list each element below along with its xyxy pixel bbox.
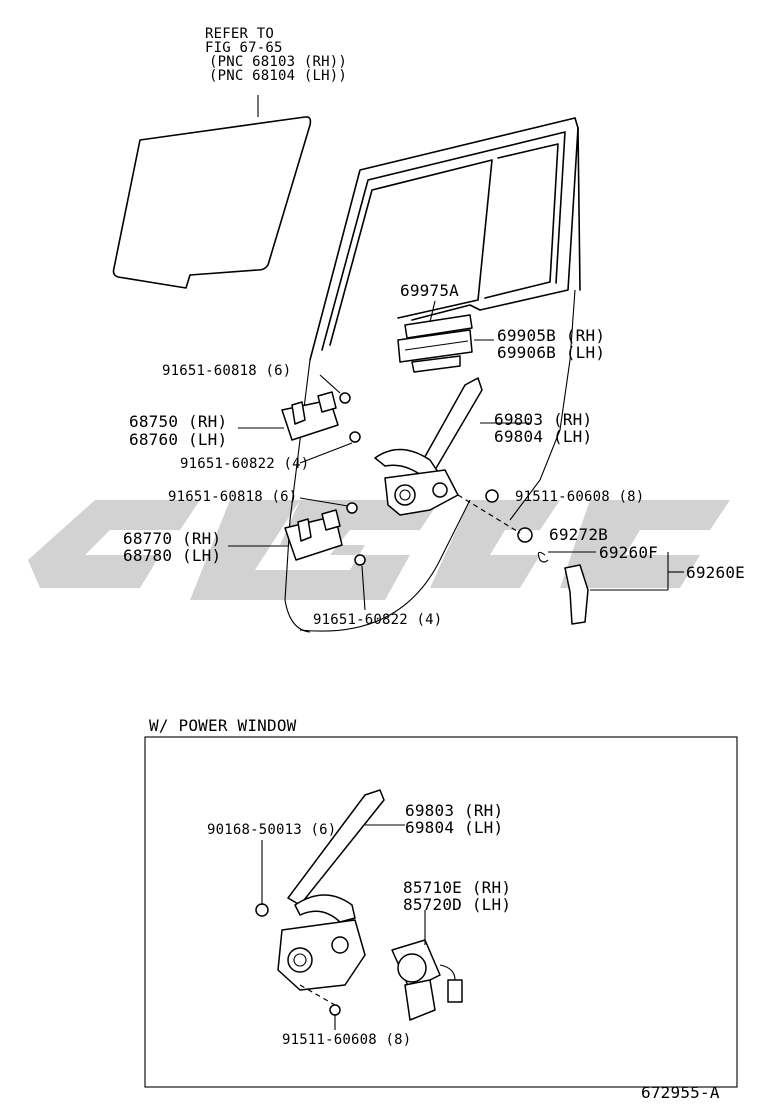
label-69272b: 69272B <box>549 525 608 544</box>
label-69906b: 69906B (LH) <box>497 343 606 362</box>
label-91651-60818-mid: 91651-60818 (6) <box>168 489 298 505</box>
pw-label-91511-60608: 91511-60608 (8) <box>282 1032 412 1048</box>
label-91651-60822-top: 91651-60822 (4) <box>180 456 310 472</box>
refer-note-line-4: (PNC 68104 (LH)) <box>209 68 348 84</box>
door-frame <box>284 117 581 633</box>
label-91651-60818-top: 91651-60818 (6) <box>162 363 292 379</box>
power-window-motor <box>391 910 463 1021</box>
label-68770: 68770 (RH) <box>123 529 222 548</box>
label-69260e: 69260E <box>686 563 745 582</box>
figure-id: 672955-A <box>641 1083 720 1102</box>
refer-note-line-3: (PNC 68103 (RH)) <box>209 54 348 70</box>
quarter-glass <box>112 95 312 289</box>
pw-label-69804: 69804 (LH) <box>405 818 504 837</box>
label-69804: 69804 (LH) <box>494 427 593 446</box>
label-68780: 68780 (LH) <box>123 546 222 565</box>
lower-hinge <box>228 509 343 561</box>
label-68760: 68760 (LH) <box>129 430 228 449</box>
run-channel <box>397 300 494 373</box>
power-window-box <box>144 736 738 1088</box>
bolts <box>299 374 533 611</box>
window-handle <box>537 551 684 625</box>
label-69975a: 69975A <box>400 281 459 300</box>
label-91651-60822-bot: 91651-60822 (4) <box>313 612 443 628</box>
power-regulator <box>255 789 405 1030</box>
manual-regulator <box>374 377 530 534</box>
pw-label-85710e: 85710E (RH) <box>403 878 512 897</box>
label-69260f: 69260F <box>599 543 658 562</box>
refer-note-line-2: FIG 67-65 <box>205 40 283 56</box>
label-91511-60608: 91511-60608 (8) <box>515 489 645 505</box>
refer-note-line-1: REFER TO <box>205 26 275 42</box>
pw-label-90168-50013: 90168-50013 (6) <box>207 822 337 838</box>
label-69905b: 69905B (RH) <box>497 326 606 345</box>
upper-hinge <box>238 391 339 441</box>
label-68750: 68750 (RH) <box>129 412 228 431</box>
pw-label-69803: 69803 (RH) <box>405 801 504 820</box>
pw-label-85720d: 85720D (LH) <box>403 895 512 914</box>
label-69803: 69803 (RH) <box>494 410 593 429</box>
power-window-title: W/ POWER WINDOW <box>149 716 297 735</box>
